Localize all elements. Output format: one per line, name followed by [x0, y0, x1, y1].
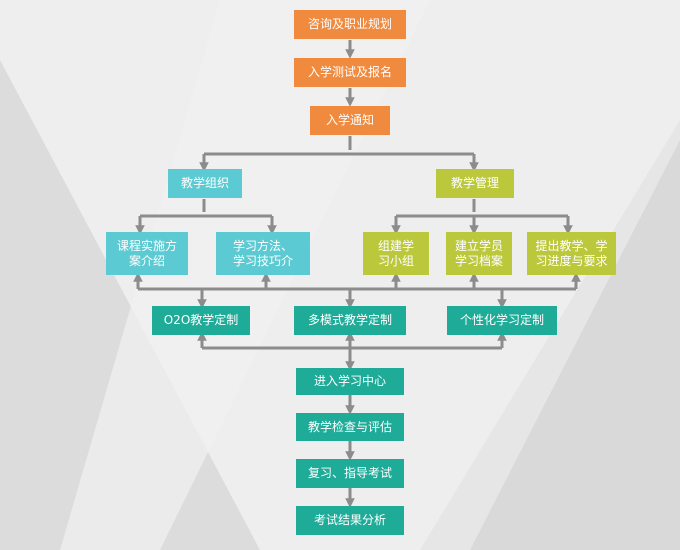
item-study-methods: 学习方法、 学习技巧介 — [216, 232, 310, 275]
step-admission-notice: 入学通知 — [310, 106, 390, 135]
step-entrance-test: 入学测试及报名 — [294, 58, 406, 87]
step-review-exam-guidance: 复习、指导考试 — [296, 459, 404, 488]
item-study-group: 组建学 习小组 — [363, 232, 429, 275]
step-teaching-check: 教学检查与评估 — [296, 413, 404, 441]
branch-teaching-organization: 教学组织 — [168, 169, 242, 198]
step-enter-learning-center: 进入学习中心 — [296, 368, 404, 395]
branch-teaching-management: 教学管理 — [436, 169, 514, 198]
custom-multi-mode: 多模式教学定制 — [294, 306, 406, 335]
step-exam-result-analysis: 考试结果分析 — [296, 506, 404, 535]
item-course-intro: 课程实施方 案介绍 — [106, 232, 188, 275]
custom-personalized: 个性化学习定制 — [447, 306, 557, 335]
custom-o2o: O2O教学定制 — [152, 306, 250, 335]
item-student-archive: 建立学员 学习档案 — [446, 232, 512, 275]
item-progress-requirements: 提出教学、学 习进度与要求 — [527, 232, 616, 275]
step-consult-planning: 咨询及职业规划 — [294, 10, 406, 39]
